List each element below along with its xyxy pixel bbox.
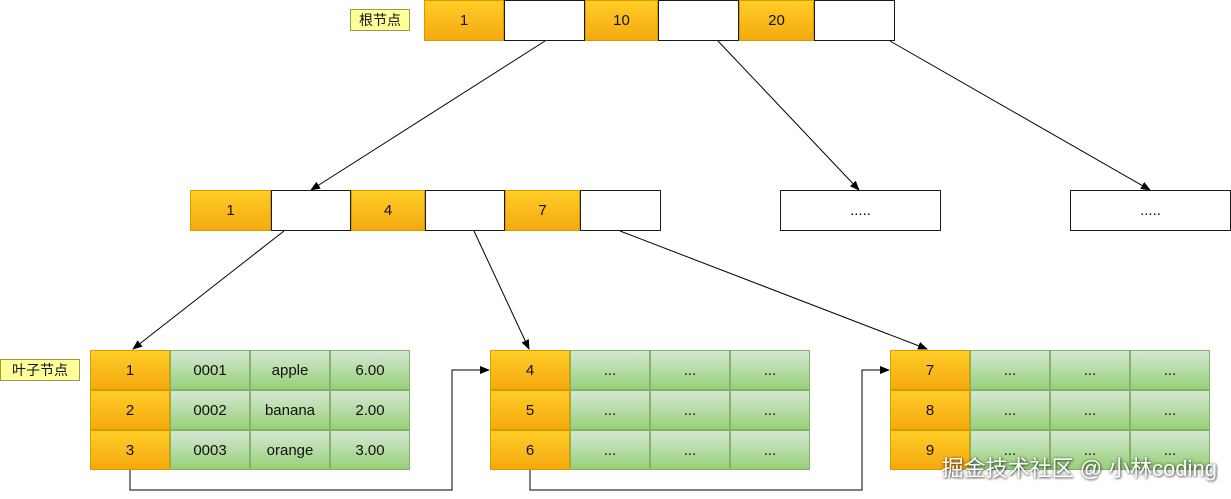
watermark: 掘金技术社区 @ 小林coding bbox=[941, 456, 1217, 481]
leaf-cell: ... bbox=[1130, 430, 1210, 470]
leaf-key: 8 bbox=[890, 390, 970, 430]
leaf-cell: ... bbox=[1130, 390, 1210, 430]
leaf-key: 5 bbox=[490, 390, 570, 430]
leaf-cell: ... bbox=[570, 350, 650, 390]
leaf-cell: 3.00 bbox=[330, 430, 410, 470]
leaf-cell: ... bbox=[730, 430, 810, 470]
internal-pointer-3 bbox=[580, 190, 661, 231]
root-key-2: 10 bbox=[585, 0, 658, 41]
leaf-2-to-leaf-3-link bbox=[529, 366, 890, 491]
leaf-cell: ... bbox=[570, 390, 650, 430]
root-key-3: 20 bbox=[739, 0, 814, 41]
leaf-cell: ... bbox=[970, 350, 1050, 390]
leaf-cell: orange bbox=[250, 430, 330, 470]
leaf-cell: ... bbox=[730, 350, 810, 390]
leaf-cell: ... bbox=[970, 430, 1050, 470]
leaf-cell: ... bbox=[1050, 430, 1130, 470]
leaf-cell: ... bbox=[1130, 350, 1210, 390]
leaf-key: 4 bbox=[490, 350, 570, 390]
root-to-internal-arrow bbox=[310, 40, 546, 191]
leaf-cell: 2.00 bbox=[330, 390, 410, 430]
leaf-cell: ... bbox=[570, 430, 650, 470]
leaf-cell: 0003 bbox=[170, 430, 250, 470]
leaf-key: 1 bbox=[90, 350, 170, 390]
internal-key-2: 4 bbox=[351, 190, 425, 231]
leaf-key: 9 bbox=[890, 430, 970, 470]
leaf-node-label: 叶子节点 bbox=[0, 359, 80, 381]
leaf-key: 2 bbox=[90, 390, 170, 430]
leaf-cell: ... bbox=[650, 350, 730, 390]
internal-pointer-2 bbox=[425, 190, 505, 231]
leaf-cell: ... bbox=[650, 430, 730, 470]
root-pointer-1 bbox=[504, 0, 585, 41]
leaf-key: 3 bbox=[90, 430, 170, 470]
leaf-cell: ... bbox=[970, 390, 1050, 430]
internal-to-leaf-1-arrow bbox=[132, 230, 285, 350]
root-pointer-3 bbox=[814, 0, 895, 41]
root-key-1: 1 bbox=[424, 0, 504, 41]
leaf-cell: ... bbox=[650, 390, 730, 430]
leaf-key: 7 bbox=[890, 350, 970, 390]
internal-to-leaf-2-arrow bbox=[473, 230, 530, 350]
root-pointer-2 bbox=[658, 0, 739, 41]
placeholder-node-1: ..... bbox=[780, 190, 941, 231]
leaf-cell: 0001 bbox=[170, 350, 250, 390]
leaf-cell: apple bbox=[250, 350, 330, 390]
root-to-placeholder-1-arrow bbox=[717, 40, 860, 191]
leaf-cell: 0002 bbox=[170, 390, 250, 430]
leaf-cell: ... bbox=[1050, 350, 1130, 390]
root-node-label: 根节点 bbox=[350, 9, 410, 31]
leaf-cell: banana bbox=[250, 390, 330, 430]
leaf-cell: 6.00 bbox=[330, 350, 410, 390]
internal-pointer-1 bbox=[271, 190, 351, 231]
internal-to-leaf-3-arrow bbox=[619, 230, 928, 350]
internal-key-3: 7 bbox=[505, 190, 580, 231]
leaf-cell: ... bbox=[1050, 390, 1130, 430]
placeholder-node-2: ..... bbox=[1070, 190, 1231, 231]
internal-key-1: 1 bbox=[190, 190, 271, 231]
leaf-1-to-leaf-2-link bbox=[129, 366, 490, 491]
leaf-cell: ... bbox=[730, 390, 810, 430]
root-to-placeholder-2-arrow bbox=[889, 40, 1151, 191]
leaf-key: 6 bbox=[490, 430, 570, 470]
